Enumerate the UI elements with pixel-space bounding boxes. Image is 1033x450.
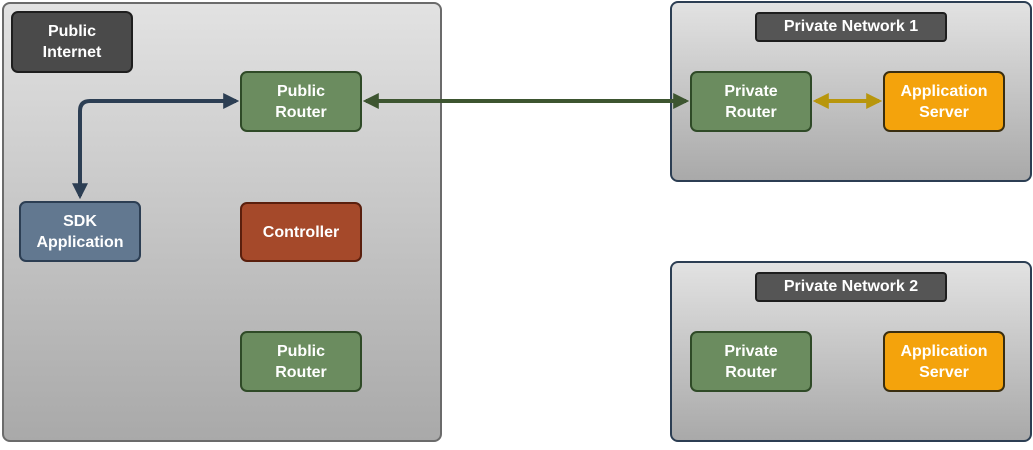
private-router-2[interactable]: Private Router — [690, 331, 812, 392]
link-sdk-to-public-router — [72, 93, 240, 200]
private-network-2-label: Private Network 2 — [755, 272, 947, 302]
sdk-application[interactable]: SDK Application — [19, 201, 141, 262]
public-router-1[interactable]: Public Router — [240, 71, 362, 132]
public-router-2[interactable]: Public Router — [240, 331, 362, 392]
controller[interactable]: Controller — [240, 202, 362, 262]
private-network-1-label: Private Network 1 — [755, 12, 947, 42]
application-server-1[interactable]: Application Server — [883, 71, 1005, 132]
application-server-2[interactable]: Application Server — [883, 331, 1005, 392]
public-internet-label: Public Internet — [11, 11, 133, 73]
private-router-1[interactable]: Private Router — [690, 71, 812, 132]
